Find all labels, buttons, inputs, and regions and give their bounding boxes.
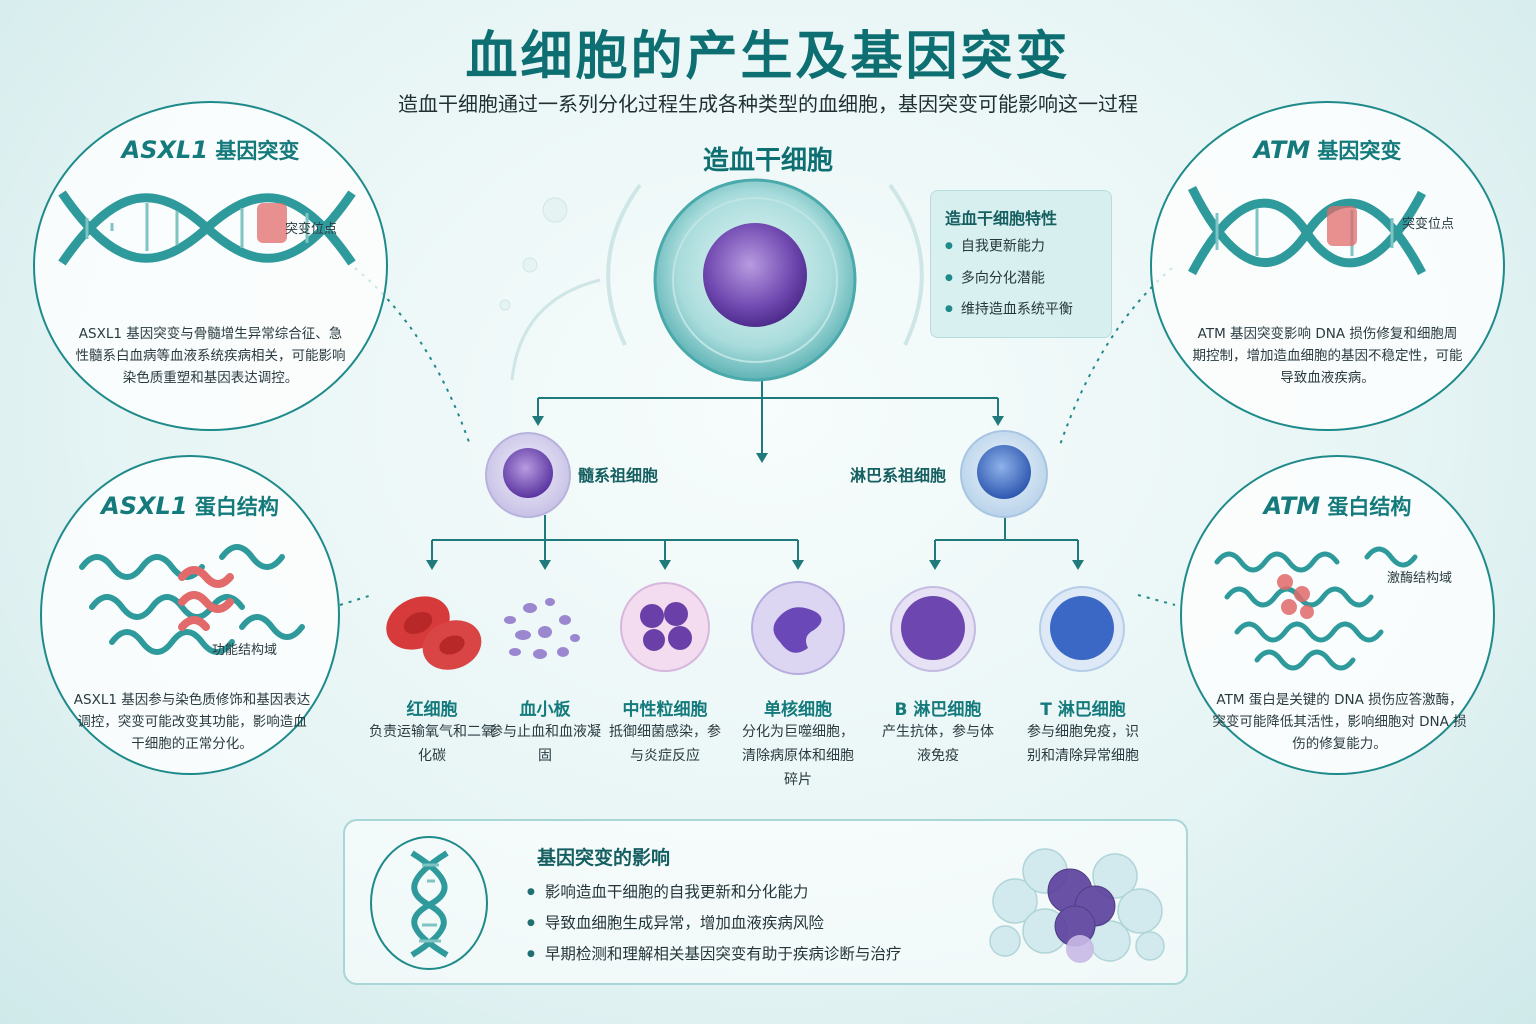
property-item: 多向分化潜能 [945,263,1073,295]
lymphoid-progenitor-label: 淋巴系祖细胞 [850,466,947,485]
cell-cluster-image [989,848,1165,963]
mutation-site-callout: 突变位点 [1402,217,1455,232]
atm-protein-panel: ATM 蛋白结构 激酶结构域 ATM 蛋白是关键的 DNA 损伤应答激酶，突变可… [1180,455,1495,775]
cell-name-monocyte: 单核细胞 [764,700,832,720]
atm-gene-title: ATM 基因突变 [1253,136,1402,164]
myeloid-progenitor-image [485,432,571,518]
atm-gene-desc: ATM 基因突变影响 DNA 损伤修复和细胞周期控制，增加造血细胞的基因不稳定性… [1192,326,1463,386]
mutation-site-callout: 突变位点 [285,222,338,237]
neutrophil-image [620,582,710,672]
impact-list: 影响造血干细胞的自我更新和分化能力 导致血细胞生成异常，增加血液疾病风险 早期检… [527,877,902,970]
impact-item: 导致血细胞生成异常，增加血液疾病风险 [527,908,901,939]
stem-cell-properties-box: 造血干细胞特性 自我更新能力 多向分化潜能 维持造血系统平衡 [930,190,1112,338]
kinase-domain-callout: 激酶结构域 [1387,571,1453,586]
cell-name-platelet: 血小板 [519,700,571,720]
cell-desc-rbc: 负责运输氧气和二氧化碳 [369,724,495,764]
t-lymphocyte-image [1039,586,1125,672]
cell-name-neutrophil: 中性粒细胞 [622,700,708,720]
properties-title: 造血干细胞特性 [945,209,1058,228]
impact-item: 影响造血干细胞的自我更新和分化能力 [527,877,901,908]
functional-domain-callout: 功能结构域 [212,643,278,658]
properties-list: 自我更新能力 多向分化潜能 维持造血系统平衡 [945,231,1073,326]
cell-desc-monocyte: 分化为巨噬细胞，清除病原体和细胞碎片 [742,724,854,788]
cell-desc-b-cell: 产生抗体，参与体液免疫 [882,724,994,764]
asxl1-gene-desc: ASXL1 基因突变与骨髓增生异常综合征、急性髓系白血病等血液系统疾病相关，可能… [75,326,346,386]
atm-gene-panel: ATM 基因突变 突变位点 ATM 基因突变影响 DNA 损伤修复和细胞周期控制… [1150,101,1505,431]
b-lymphocyte-image [890,586,976,672]
property-item: 维持造血系统平衡 [945,294,1073,326]
myeloid-progenitor-label: 髓系祖细胞 [578,466,659,485]
asxl1-gene-title: ASXL1 基因突变 [121,136,300,164]
monocyte-image [751,581,845,675]
asxl1-protein-title: ASXL1 蛋白结构 [101,492,279,520]
cell-desc-t-cell: 参与细胞免疫，识别和清除异常细胞 [1027,724,1139,764]
cell-name-t-cell: T 淋巴细胞 [1040,700,1126,720]
cell-name-b-cell: B 淋巴细胞 [894,700,982,720]
dna-helix-icon [58,190,356,266]
stem-cell-label: 造血干细胞 [702,146,833,176]
platelet-image [504,598,580,659]
asxl1-protein-desc: ASXL1 基因参与染色质修饰和基因表达调控，突变可能改变其功能，影响造血干细胞… [73,692,311,752]
impact-box: 基因突变的影响 影响造血干细胞的自我更新和分化能力 导致血细胞生成异常，增加血液… [343,819,1188,985]
stem-cell-image [653,178,857,382]
atm-protein-title: ATM 蛋白结构 [1263,492,1412,520]
red-blood-cell-image [386,596,482,670]
protein-structure-icon [79,544,305,655]
dna-icon [370,836,488,970]
impact-title: 基因突变的影响 [537,847,671,869]
asxl1-protein-panel: ASXL1 蛋白结构 功能结构域 ASXL1 基因参与染色质修饰和基因表达调控，… [40,455,340,775]
atm-protein-desc: ATM 蛋白是关键的 DNA 损伤应答激酶，突变可能降低其活性，影响细胞对 DN… [1212,692,1467,752]
page-subtitle: 造血干细胞通过一系列分化过程生成各种类型的血细胞，基因突变可能影响这一过程 [398,92,1138,116]
page-title: 血细胞的产生及基因突变 [465,27,1071,87]
cell-desc-platelet: 参与止血和血液凝固 [489,724,601,764]
lymphoid-progenitor-image [960,430,1048,518]
protein-structure-icon [1214,546,1418,671]
cell-name-rbc: 红细胞 [406,700,458,720]
dna-helix-icon [1187,185,1426,276]
property-item: 自我更新能力 [945,231,1073,263]
impact-item: 早期检测和理解相关基因突变有助于疾病诊断与治疗 [527,939,902,970]
cell-desc-neutrophil: 抵御细菌感染，参与炎症反应 [609,724,721,764]
asxl1-gene-panel: ASXL1 基因突变 突变位点 ASXL1 基因突变与骨髓增生异常综合征、急性髓… [33,101,388,431]
